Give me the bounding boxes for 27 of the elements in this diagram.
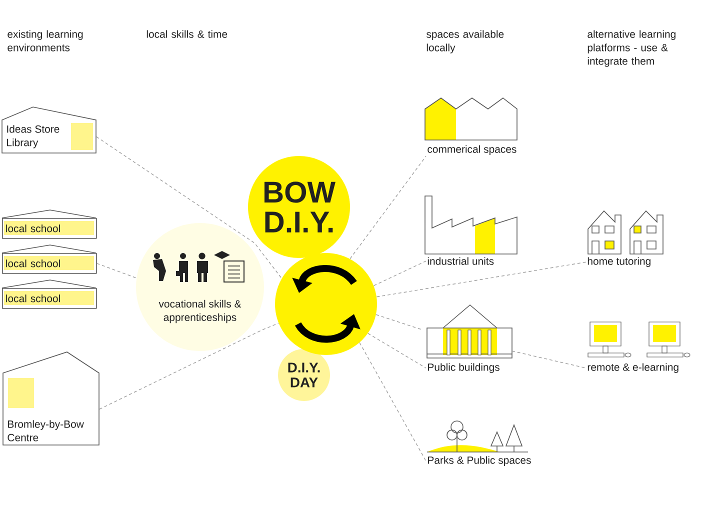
column-heading: spaces available locally [426, 30, 504, 54]
column-heading: existing learning environments [8, 30, 83, 52]
caption: Public buildings [428, 363, 500, 373]
house-box: Bromley-by-Bow Centre [2, 352, 100, 446]
hub-circle [275, 253, 377, 355]
dashed-line [376, 262, 586, 298]
caption: commerical spaces [428, 145, 516, 155]
caption: Parks & Public spaces [428, 456, 531, 466]
dashed-line [96, 263, 137, 278]
dashed-line [512, 350, 586, 368]
dashed-line [96, 136, 282, 279]
column-heading: local skills & time [146, 30, 228, 38]
dashed-line [376, 314, 424, 330]
dashed-line [350, 156, 426, 260]
column-heading: alternative learning platforms - use & integrate them [588, 30, 676, 67]
dashed-line [368, 333, 426, 368]
dashed-line [99, 322, 279, 410]
circle-background: vocational skills & apprenticeships [136, 223, 264, 351]
caption: home tutoring [588, 257, 650, 267]
dashed-line [359, 342, 426, 462]
house-box: Ideas Store Library [2, 106, 96, 154]
school-box: local school [2, 244, 97, 274]
dashed-line [373, 260, 426, 286]
school-box: local school [2, 210, 97, 239]
school-box: local school [2, 280, 97, 309]
caption: industrial units [428, 257, 494, 265]
caption: remote & e-learning [588, 363, 678, 373]
